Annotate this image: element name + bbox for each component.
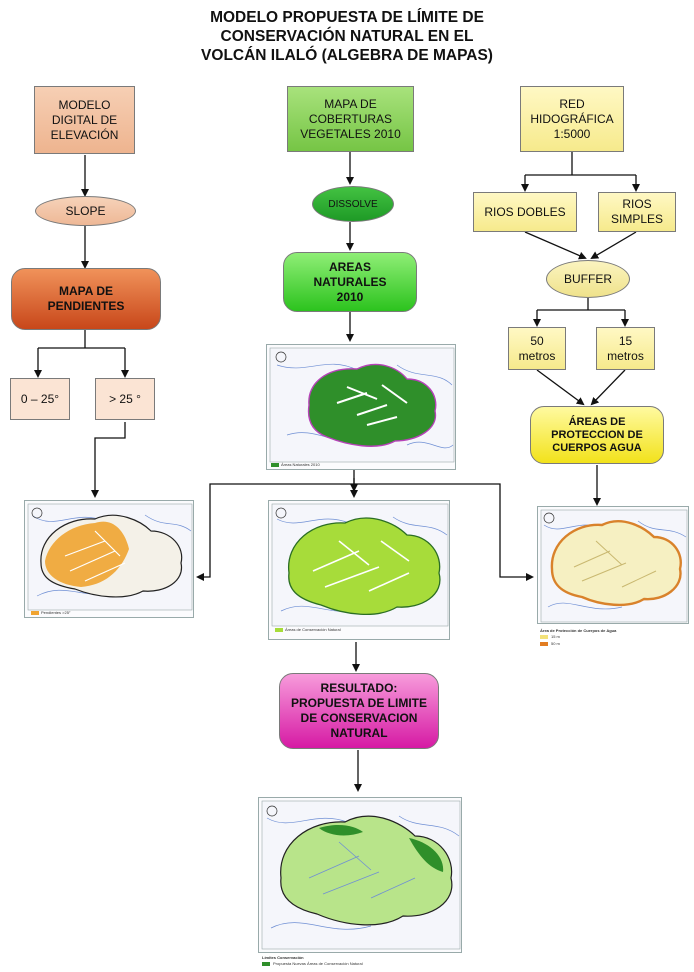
diagram-title: MODELO PROPUESTA DE LÍMITE DE CONSERVACI… (0, 8, 694, 65)
m15-box: 15 metros (596, 327, 655, 370)
areas-naturales-box: AREAS NATURALES 2010 (283, 252, 417, 312)
legend-swatch-resultado (262, 962, 270, 966)
title-line-1: MODELO PROPUESTA DE LÍMITE DE (210, 9, 484, 26)
map-pendientes-legend: Pendientes >25° (41, 610, 71, 615)
rios-simples-box: RIOS SIMPLES (598, 192, 676, 232)
arrow-simples-buffer (590, 231, 637, 260)
arrow-dobles-buffer (524, 231, 587, 260)
map-proteccion-legend-a: 15 m (551, 634, 560, 639)
map-areas-naturales-graphic (269, 347, 455, 467)
range-low-label: 0 – 25° (20, 391, 60, 406)
map-resultado-legend-a: Propuesta Nuevas Áreas de Conservación N… (273, 961, 363, 966)
map-proteccion-legend-title: Área de Protección de Cuerpos de Agua (540, 628, 617, 633)
mde-label: MODELO DIGITAL DE ELEVACIÓN (50, 97, 119, 142)
arrow-range-high-map (91, 422, 126, 498)
map-pendientes: Pendientes >25° (24, 500, 194, 618)
pendientes-box: MAPA DE PENDIENTES (11, 268, 161, 330)
dissolve-label: DISSOLVE (328, 198, 378, 210)
arrow-center-left (196, 483, 354, 581)
coberturas-label: MAPA DE COBERTURAS VEGETALES 2010 (300, 96, 401, 141)
red-hidro-label: RED HIDOGRÁFICA 1:5000 (530, 96, 614, 141)
m50-box: 50 metros (508, 327, 566, 370)
map-resultado-legend-title: Límites Conservación (262, 955, 304, 960)
title-line-3: VOLCÁN ILALÓ (ALGEBRA DE MAPAS) (201, 47, 493, 64)
m15-label: 15 metros (607, 333, 644, 363)
map-proteccion-legend-b: 50 m (551, 641, 560, 646)
proteccion-box: ÁREAS DE PROTECCION DE CUERPOS AGUA (530, 406, 664, 464)
title-line-2: CONSERVACIÓN NATURAL EN EL (220, 28, 474, 45)
pendientes-label: MAPA DE PENDIENTES (47, 284, 125, 313)
resultado-box: RESULTADO: PROPUESTA DE LIMITE DE CONSER… (279, 673, 439, 749)
red-hidro-box: RED HIDOGRÁFICA 1:5000 (520, 86, 624, 152)
range-high-label: > 25 ° (109, 391, 141, 406)
legend-swatch-50m (540, 642, 548, 646)
map-vegetacion-graphic (271, 503, 449, 632)
range-low-box: 0 – 25° (10, 378, 70, 420)
mde-box: MODELO DIGITAL DE ELEVACIÓN (34, 86, 135, 154)
map-proteccion-graphic (540, 509, 688, 623)
map-pendientes-graphic (27, 503, 193, 615)
areas-naturales-label: AREAS NATURALES 2010 (313, 259, 387, 304)
m50-label: 50 metros (518, 333, 556, 363)
map-vegetacion: Áreas de Conservación Natural (268, 500, 450, 640)
range-high-box: > 25 ° (95, 378, 155, 420)
arrow-center-right (354, 483, 534, 581)
dissolve-ellipse: DISSOLVE (312, 186, 394, 222)
map-proteccion (537, 506, 689, 624)
resultado-label: RESULTADO: PROPUESTA DE LIMITE DE CONSER… (290, 681, 427, 740)
map-areas-naturales: Áreas Naturales 2010 (266, 344, 456, 470)
map-resultado-graphic (261, 800, 461, 950)
buffer-ellipse: BUFFER (546, 260, 630, 298)
slope-ellipse: SLOPE (35, 196, 136, 226)
arrow-50m-proteccion (536, 369, 585, 406)
rios-simples-label: RIOS SIMPLES (610, 197, 664, 226)
slope-label: SLOPE (65, 203, 106, 218)
arrow-15m-proteccion (590, 369, 626, 406)
map-vegetacion-legend: Áreas de Conservación Natural (285, 627, 341, 632)
map-areas-legend: Áreas Naturales 2010 (281, 462, 320, 467)
map-resultado (258, 797, 462, 953)
rios-dobles-box: RIOS DOBLES (473, 192, 577, 232)
coberturas-box: MAPA DE COBERTURAS VEGETALES 2010 (287, 86, 414, 152)
buffer-label: BUFFER (564, 271, 612, 286)
proteccion-label: ÁREAS DE PROTECCION DE CUERPOS AGUA (551, 415, 643, 454)
legend-swatch-15m (540, 635, 548, 639)
rios-dobles-label: RIOS DOBLES (484, 204, 566, 219)
